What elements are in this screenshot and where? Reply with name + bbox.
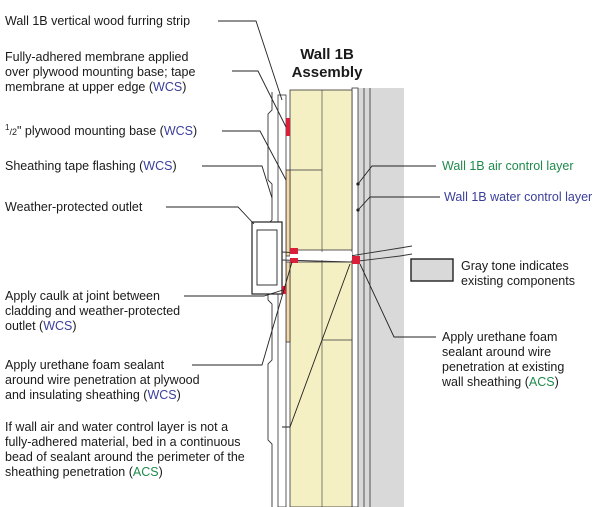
gray-line2: existing components: [461, 274, 575, 288]
foam2-line4-post: ): [554, 375, 559, 389]
leader-plywood: [222, 130, 287, 181]
foam1-code: WCS: [147, 388, 177, 402]
plywood-mounting-base: [285, 169, 291, 257]
foam2-line4-pre: wall sheathing (: [442, 375, 529, 389]
cladding-profile: [267, 92, 273, 507]
bead-line3: bead of sealant around the perimeter of …: [5, 450, 245, 464]
foam2-line1: Apply urethane foam: [442, 330, 558, 344]
existing-wall-gray: [352, 88, 404, 507]
plywood-text: " plywood mounting base (: [16, 124, 164, 138]
caulk-line2: cladding and weather-protected: [5, 304, 181, 318]
leader-foam2: [359, 263, 436, 338]
label-air-control: Wall 1B air control layer: [442, 159, 574, 174]
label-bead-sealant: If wall air and water control layer is n…: [5, 420, 245, 480]
label-membrane: Fully-adhered membrane applied over plyw…: [5, 50, 195, 95]
foam2-code: ACS: [528, 375, 555, 389]
plywood-code: WCS: [163, 124, 194, 138]
label-foam-plywood: Apply urethane foam sealant around wire …: [5, 358, 200, 403]
bead-line4-post: ): [158, 465, 163, 479]
title-line-2: Assembly: [291, 64, 363, 81]
foam1-line3-post: ): [176, 388, 181, 402]
label-gray-legend: Gray tone indicates existing components: [461, 259, 575, 289]
leader-bead: [282, 263, 351, 428]
insulation-lower: [289, 261, 353, 507]
wire-gap: [290, 252, 352, 260]
label-caulk: Apply caulk at joint between cladding an…: [5, 289, 180, 334]
leader-caulk: [184, 289, 284, 297]
bead-code: ACS: [132, 465, 159, 479]
label-water-control: Wall 1B water control layer: [444, 190, 592, 205]
leader-furring: [218, 20, 283, 101]
foam2-line4: wall sheathing (ACS): [442, 375, 564, 390]
foam-sealant-outer: [290, 248, 298, 254]
gray-line1: Gray tone indicates: [461, 259, 569, 273]
caulk-code: WCS: [43, 319, 73, 333]
label-sheathing: Sheathing tape flashing (WCS): [5, 159, 177, 174]
water-text: Wall 1B water control layer: [444, 190, 593, 204]
bead-line4: sheathing penetration (ACS): [5, 465, 245, 480]
label-membrane-line2: over plywood mounting base; tape: [5, 65, 196, 79]
leader-foam1: [192, 261, 293, 366]
foam2-line2: sealant around wire: [442, 345, 552, 359]
foam1-line3: and insulating sheathing (WCS): [5, 388, 200, 403]
membrane-line3-post: ): [182, 80, 187, 94]
sheathing-post: ): [172, 159, 177, 173]
leader-water: [357, 196, 440, 211]
caulk-line3-pre: outlet (: [5, 319, 44, 333]
label-membrane-line1: Fully-adhered membrane applied: [5, 50, 189, 64]
caulk-line3: outlet (WCS): [5, 319, 180, 334]
leader-outlet: [166, 206, 255, 225]
caulk-line1: Apply caulk at joint between: [5, 289, 160, 303]
membrane-code: WCS: [153, 80, 183, 94]
outlet-cover: [256, 229, 278, 286]
leader-dot-water: [356, 208, 360, 212]
caulk-line3-post: ): [72, 319, 77, 333]
outlet-text: Weather-protected outlet: [5, 200, 143, 214]
plywood-mounting-base-lower: [285, 261, 291, 343]
plywood-post: ): [193, 124, 198, 138]
leader-membrane: [232, 70, 287, 128]
foam1-line2: around wire penetration at plywood: [5, 373, 200, 387]
sheathing-text: Sheathing tape flashing (: [5, 159, 144, 173]
foam2-line3: penetration at existing: [442, 360, 565, 374]
gray-legend-swatch: [410, 258, 454, 282]
foam-sealant-outer-2: [290, 258, 298, 263]
air-text: Wall 1B air control layer: [442, 159, 574, 173]
furring-strip: [277, 94, 287, 507]
leader-dot-air: [356, 182, 360, 186]
leader-air: [357, 165, 436, 185]
membrane-line3-pre: membrane at upper edge (: [5, 80, 154, 94]
label-furring-text: Wall 1B vertical wood furring strip: [5, 14, 191, 28]
label-foam-sheathing: Apply urethane foam sealant around wire …: [442, 330, 564, 390]
label-plywood: 1/2" plywood mounting base (WCS): [5, 122, 198, 140]
label-furring: Wall 1B vertical wood furring strip: [5, 14, 190, 29]
bead-line2: fully-adhered material, bed in a continu…: [5, 435, 241, 449]
diagram-title: Wall 1B Assembly: [284, 46, 370, 82]
label-membrane-line3: membrane at upper edge (WCS): [5, 80, 195, 95]
existing-sheathing: [351, 87, 359, 507]
foam1-line1: Apply urethane foam sealant: [5, 358, 165, 372]
bead-line4-pre: sheathing penetration (: [5, 465, 133, 479]
plywood-fraction-num: 1: [5, 122, 10, 132]
sheathing-code: WCS: [143, 159, 173, 173]
foam1-line3-pre: and insulating sheathing (: [5, 388, 148, 402]
title-line-1: Wall 1B: [300, 46, 354, 63]
foam-sealant-sheathing: [352, 256, 360, 264]
membrane-tape-red: [286, 118, 290, 136]
leader-sheathing: [202, 165, 273, 199]
bead-line1: If wall air and water control layer is n…: [5, 420, 229, 434]
plywood-fraction-den: /2: [9, 127, 17, 137]
label-outlet: Weather-protected outlet: [5, 200, 142, 215]
